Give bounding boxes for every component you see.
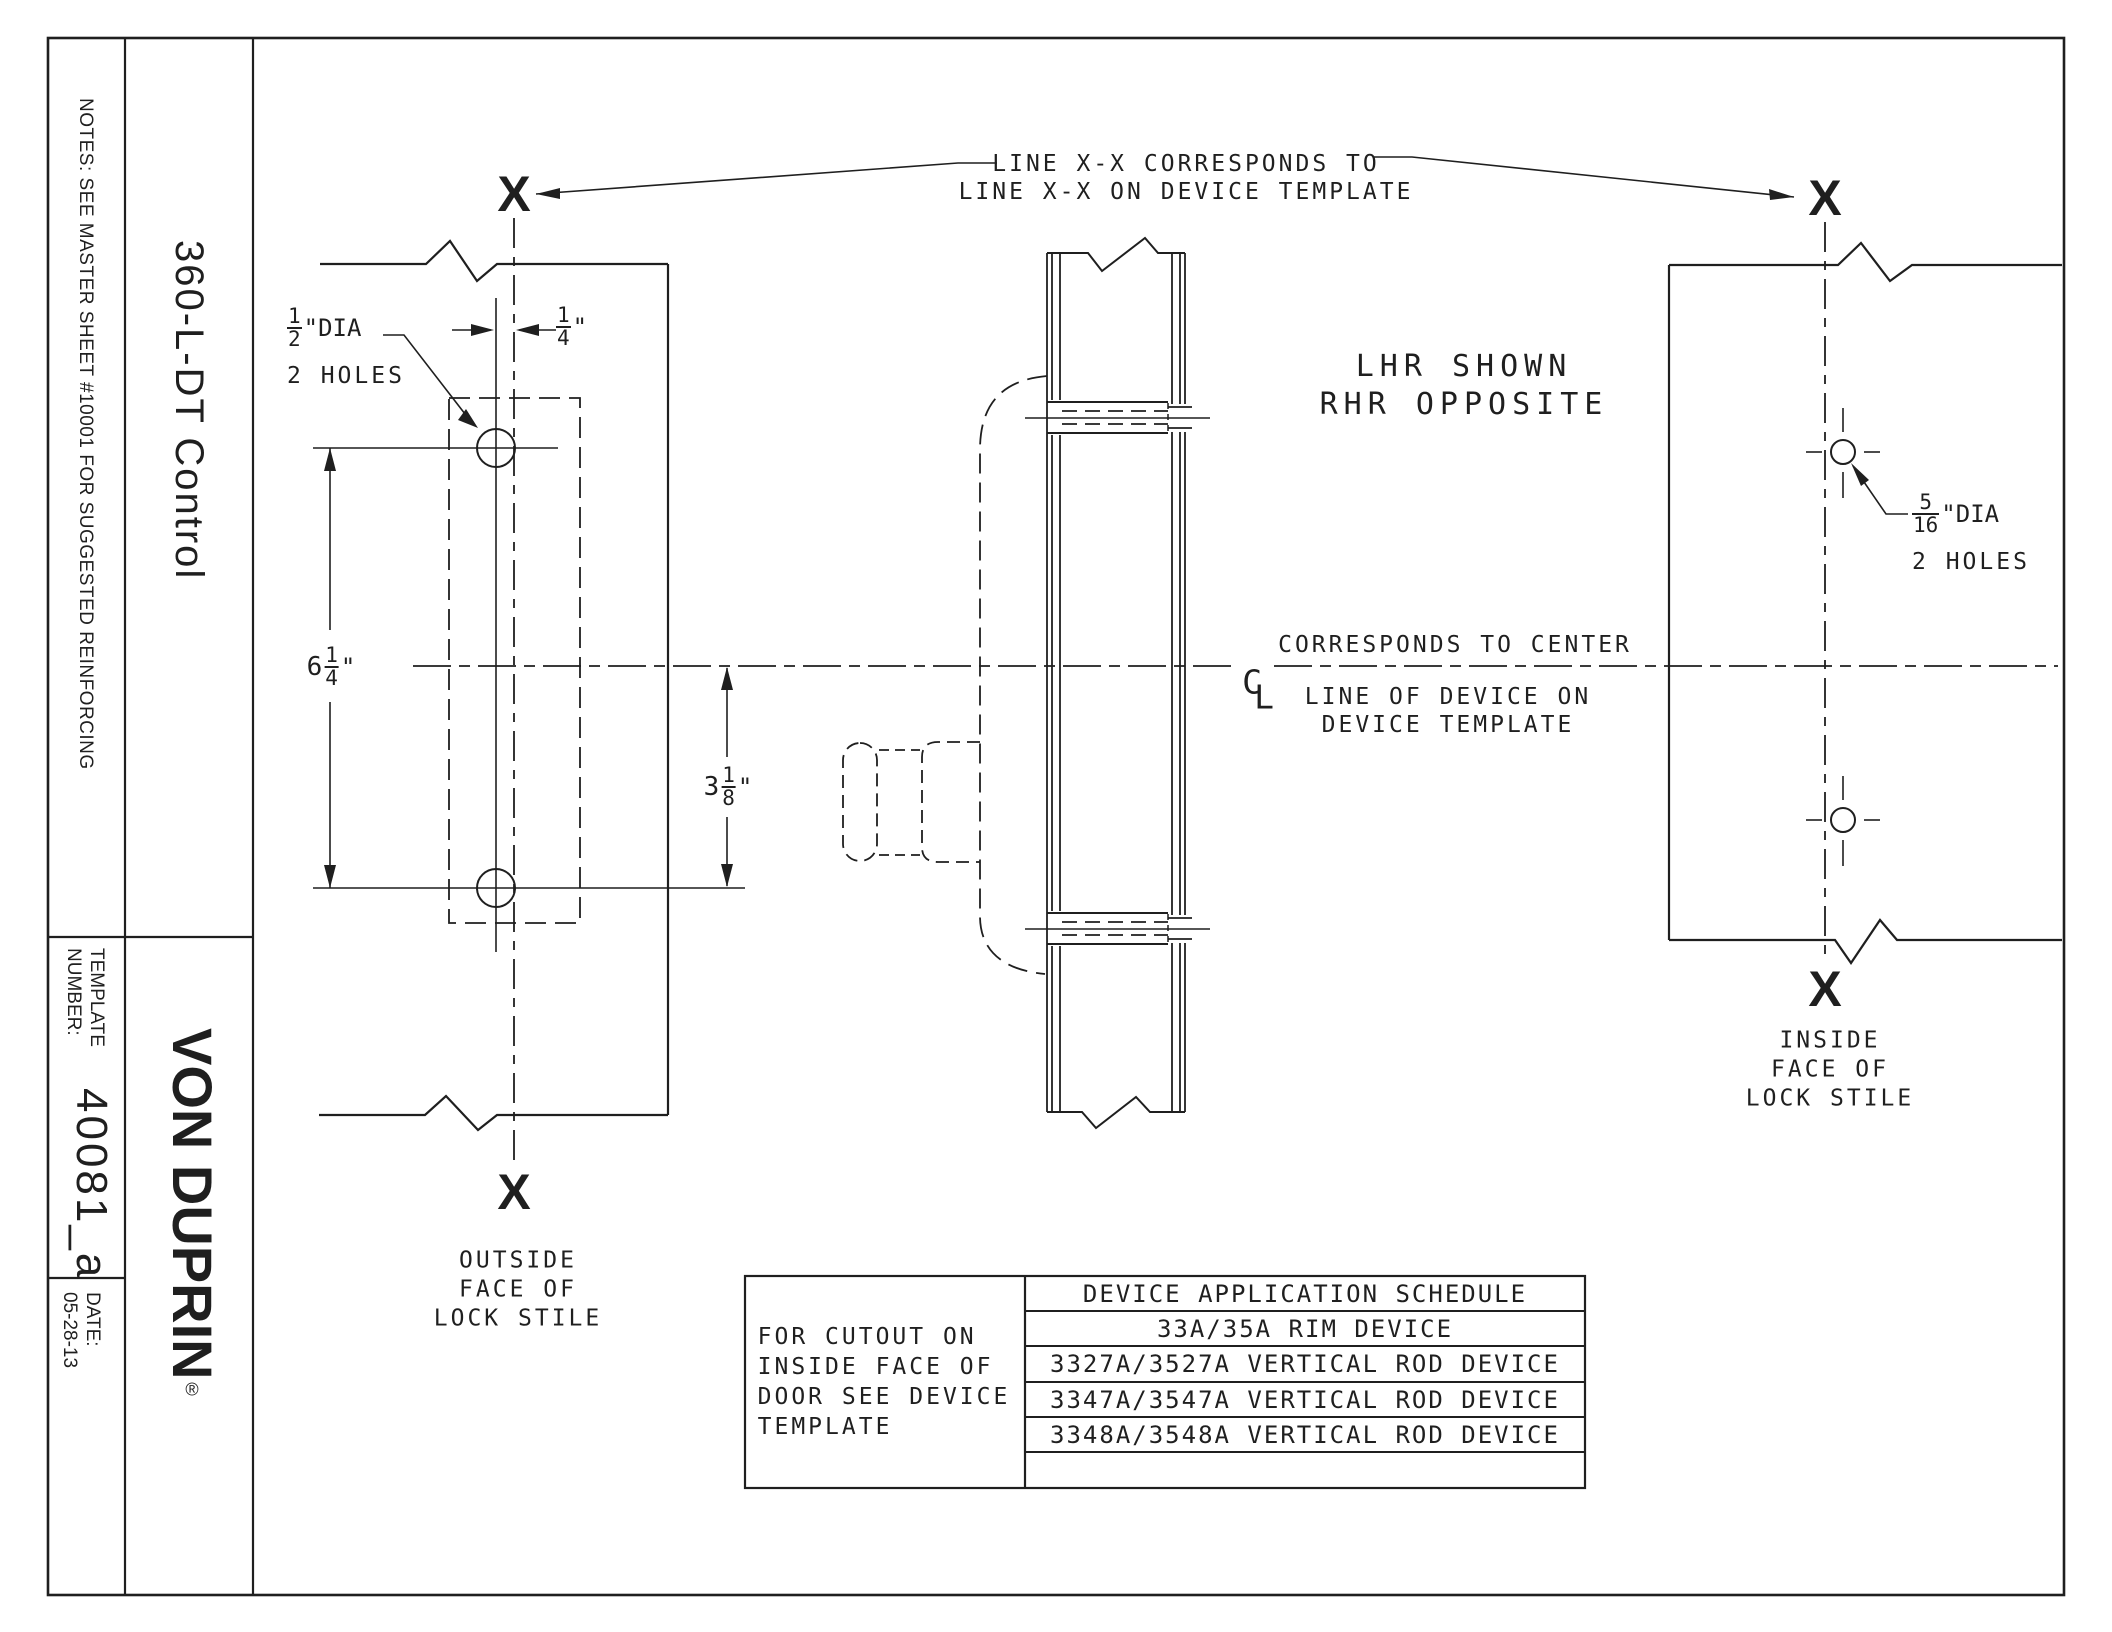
x-mark-top-left: X [497, 166, 531, 222]
brand-logo: VON DUPRIN® [160, 1028, 225, 1400]
x-mark-top-right: X [1808, 170, 1842, 226]
right-holes [1830, 439, 1856, 833]
dim-quarter-suffix: " [572, 313, 588, 341]
dim-quarter-num: 1 [557, 303, 570, 327]
registered-mark: ® [182, 1379, 202, 1400]
control-knob-dashed [842, 741, 980, 863]
dim-five-sixteenth-holes: 2 HOLES [1912, 549, 2030, 575]
arrowheads [324, 188, 1869, 888]
cl-symbol-c: C [1242, 662, 1262, 702]
line-xx-centerlines [513, 218, 1826, 1166]
notes-text: NOTES: SEE MASTER SHEET #10001 FOR SUGGE… [75, 98, 96, 770]
dim-six-num: 1 [325, 643, 338, 667]
template-number-label: TEMPLATE NUMBER: [63, 948, 107, 1047]
dim-three-num: 1 [722, 763, 735, 787]
schedule-row: 3348A/3548A VERTICAL ROD DEVICE [1050, 1421, 1560, 1449]
device-rails [1046, 236, 1186, 1130]
right-hole-crosshairs [1806, 408, 1880, 866]
outside-face-label: OUTSIDE FACE OF LOCK STILE [433, 1247, 603, 1332]
dim-quarter-den: 4 [556, 326, 571, 350]
left-hole-centerlines [313, 298, 745, 952]
dim-half-dia-holes: 2 HOLES [287, 363, 405, 389]
dim-half-num: 1 [288, 304, 301, 328]
cutout-note: FOR CUTOUT ON INSIDE FACE OF DOOR SEE DE… [757, 1324, 1011, 1440]
dim-516-den: 16 [1912, 513, 1940, 537]
schedule-title: DEVICE APPLICATION SCHEDULE [1082, 1280, 1528, 1308]
left-stile-outline [319, 239, 670, 1132]
leader-lines [383, 156, 1908, 515]
handing-note: LHR SHOWN RHR OPPOSITE [1319, 349, 1609, 422]
line-xx-note: LINE X-X CORRESPONDS TO LINE X-X ON DEVI… [958, 151, 1414, 205]
dim-three-den: 8 [721, 786, 736, 810]
x-mark-bottom-left: X [497, 1164, 531, 1220]
schedule-table-grid [743, 1274, 1587, 1490]
dim-half-suffix: "DIA [303, 314, 362, 342]
fastener-top [1025, 400, 1210, 435]
centerline-note-bottom: LINE OF DEVICE ON DEVICE TEMPLATE [1304, 684, 1592, 738]
dim-half-den: 2 [287, 327, 302, 351]
right-stile-outline [1667, 241, 2062, 965]
fastener-bottom [1025, 911, 1210, 946]
brand-name: VON DUPRIN [161, 1028, 224, 1380]
device-case-dashed [979, 375, 1048, 975]
schedule-row: 3347A/3547A VERTICAL ROD DEVICE [1050, 1386, 1560, 1414]
template-number-value: 40081_a [67, 1088, 116, 1281]
x-mark-bottom-right: X [1808, 961, 1842, 1017]
cl-symbol-l: L [1254, 677, 1274, 717]
title-block-frame [46, 36, 2066, 1597]
inside-face-label: INSIDE FACE OF LOCK STILE [1745, 1027, 1915, 1112]
dim-six-whole: 6 [306, 652, 323, 682]
centerline-note-top: CORRESPONDS TO CENTER [1278, 632, 1632, 658]
dim-three-suffix: " [737, 773, 753, 801]
date-label: DATE: 05-28-13 [59, 1292, 103, 1369]
product-title: 360-L-DT Control [167, 240, 211, 581]
dim-516-num: 5 [1919, 490, 1932, 514]
schedule-row: 33A/35A RIM DEVICE [1156, 1315, 1454, 1343]
dim-six-den: 4 [324, 666, 339, 690]
dim-three-whole: 3 [703, 772, 720, 802]
schedule-row: 3327A/3527A VERTICAL ROD DEVICE [1050, 1350, 1560, 1378]
dim-516-suffix: "DIA [1941, 500, 2000, 528]
dim-six-suffix: " [340, 653, 356, 681]
